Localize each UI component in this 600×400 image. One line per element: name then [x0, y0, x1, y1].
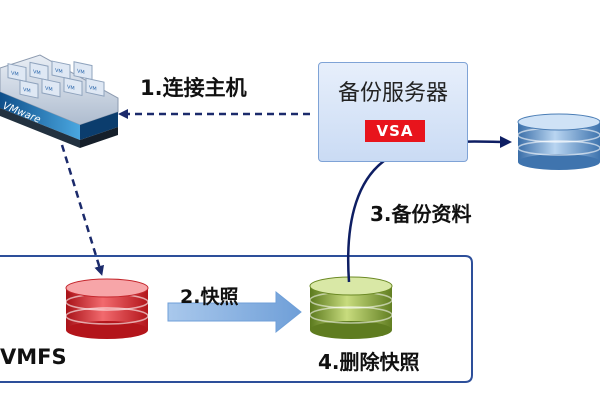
- svg-text:VM: VM: [11, 70, 19, 78]
- step-snapshot-label: 2.快照: [180, 286, 239, 308]
- vmware-host-icon: VMware VM VM VM VM VM VM VM VM: [0, 54, 119, 148]
- step-backup-data-label: 3.备份资料: [370, 202, 472, 226]
- backup-server-box: 备份服务器 VSA: [318, 62, 468, 162]
- svg-text:VM: VM: [67, 84, 75, 92]
- svg-text:VM: VM: [77, 68, 85, 76]
- vsa-badge: VSA: [365, 120, 425, 142]
- host-to-datastore-arrow: [60, 144, 105, 276]
- svg-text:VM: VM: [55, 68, 63, 76]
- snapshot-arrow: [167, 290, 302, 334]
- green-database-icon: [309, 276, 393, 339]
- svg-text:VM: VM: [45, 86, 53, 94]
- red-database-icon: [65, 278, 149, 339]
- svg-text:VM: VM: [33, 69, 41, 77]
- vmfs-label: VMFS: [0, 345, 67, 369]
- step-connect-host-label: 1.连接主机: [140, 76, 247, 100]
- svg-text:VM: VM: [89, 85, 97, 93]
- svg-text:VM: VM: [23, 87, 31, 95]
- step-delete-snapshot-label: 4.删除快照: [318, 350, 420, 374]
- backup-server-title: 备份服务器: [337, 81, 448, 106]
- datastore-panel: [0, 255, 473, 383]
- blue-database-icon: [517, 113, 600, 170]
